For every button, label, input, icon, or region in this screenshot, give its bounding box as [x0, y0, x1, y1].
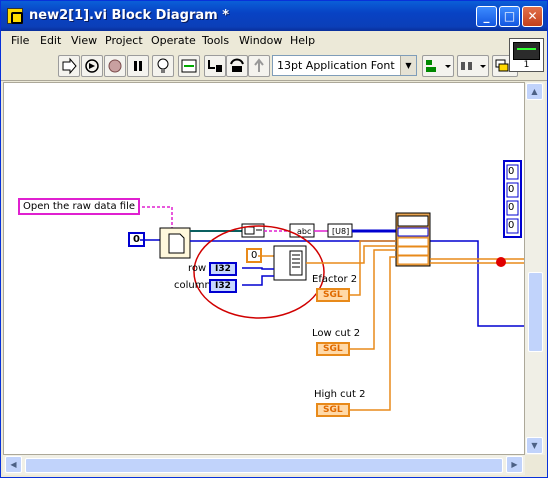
- lowcut-control[interactable]: SGL: [316, 342, 350, 356]
- vi-icon-number: 1: [523, 60, 530, 70]
- scroll-left-icon[interactable]: ◀: [5, 456, 22, 473]
- toolbar: 13pt Application Font ▼: [1, 51, 547, 81]
- pause-icon[interactable]: [127, 55, 149, 77]
- u8-array-node[interactable]: [U8]: [327, 223, 353, 238]
- u8-label: [U8]: [332, 227, 349, 236]
- scroll-down-icon[interactable]: ▼: [526, 437, 543, 454]
- menu-file[interactable]: File: [11, 34, 29, 47]
- menu-project-label: Project: [105, 34, 143, 47]
- menu-tools[interactable]: Tools: [202, 34, 229, 47]
- path-wire: [132, 206, 173, 230]
- menu-edit-label: Edit: [40, 34, 62, 47]
- step-over-icon[interactable]: [226, 55, 248, 77]
- highcut-wire: [347, 256, 396, 411]
- open-file-node[interactable]: [159, 227, 191, 259]
- menu-bar: File Edit View Project Operate Tools Win…: [1, 31, 547, 51]
- array-element-0: 0: [508, 166, 515, 177]
- resize-grip-icon[interactable]: [525, 455, 545, 475]
- run-arrow-icon[interactable]: [58, 55, 80, 77]
- menu-window-label: Window: [239, 34, 283, 47]
- highcut-label: High cut 2: [314, 389, 366, 400]
- highlight-ellipse: [193, 225, 325, 319]
- title-bar[interactable]: new2[1].vi Block Diagram * _ □ ✕: [1, 1, 547, 31]
- horizontal-scroll-thumb[interactable]: [25, 458, 503, 473]
- scroll-up-icon[interactable]: ▲: [526, 83, 543, 100]
- efactor-label: Efactor 2: [312, 274, 358, 285]
- menu-project[interactable]: Project: [105, 34, 143, 47]
- probe-point[interactable]: [496, 257, 506, 267]
- block-diagram-canvas[interactable]: abc [U8]: [3, 82, 525, 455]
- menu-help-label: Help: [290, 34, 316, 47]
- array-output-wire: [306, 245, 396, 264]
- array-element-1: 0: [508, 184, 515, 195]
- menu-tools-label: Tools: [202, 34, 230, 47]
- bundle-node[interactable]: [395, 212, 431, 267]
- vertical-scrollbar[interactable]: [525, 82, 545, 455]
- labview-app-icon: [7, 8, 23, 24]
- minimize-button[interactable]: _: [476, 6, 497, 27]
- column-control[interactable]: I32: [209, 279, 237, 293]
- efactor-control[interactable]: SGL: [316, 288, 350, 302]
- menu-view-label: View: [71, 34, 98, 47]
- row-control[interactable]: I32: [209, 262, 237, 276]
- lowcut-wire: [347, 249, 396, 350]
- menu-file-label: File: [11, 34, 30, 47]
- font-select-value: 13pt Application Font: [277, 59, 395, 72]
- menu-operate[interactable]: Operate: [151, 34, 196, 47]
- align-objects-icon[interactable]: [422, 55, 454, 77]
- error-wire: [190, 240, 524, 327]
- vertical-scroll-thumb[interactable]: [528, 272, 543, 352]
- scroll-right-icon[interactable]: ▶: [506, 456, 523, 473]
- zero-constant-left[interactable]: 0: [128, 232, 145, 247]
- open-raw-data-file-constant[interactable]: Open the raw data file: [18, 198, 141, 215]
- row-wire: [242, 267, 274, 270]
- menu-view[interactable]: View: [71, 34, 97, 47]
- row-label: row: [188, 263, 207, 274]
- run-continuously-icon[interactable]: [81, 55, 103, 77]
- window-title: new2[1].vi Block Diagram *: [29, 8, 230, 23]
- array-element-2: 0: [508, 202, 515, 213]
- efactor-wire: [347, 240, 396, 296]
- vi-icon-connector-pane[interactable]: 1: [509, 38, 544, 72]
- build-array-node[interactable]: [273, 245, 307, 281]
- lowcut-label: Low cut 2: [312, 328, 361, 339]
- vi-icon: [513, 42, 540, 60]
- highlight-execution-icon[interactable]: [152, 55, 174, 77]
- menu-operate-label: Operate: [151, 34, 196, 47]
- maximize-button[interactable]: □: [499, 6, 520, 27]
- retain-wire-values-icon[interactable]: [178, 55, 200, 77]
- abc-label: abc: [297, 227, 311, 236]
- array-element-3: 0: [508, 220, 515, 231]
- string-to-bytes-node[interactable]: abc: [289, 223, 315, 238]
- step-out-icon[interactable]: [248, 55, 270, 77]
- chevron-down-icon: ▼: [400, 56, 416, 75]
- array-indicator[interactable]: [503, 160, 522, 238]
- column-label: column: [174, 280, 211, 291]
- menu-help[interactable]: Help: [290, 34, 315, 47]
- close-button[interactable]: ✕: [522, 6, 543, 27]
- menu-window[interactable]: Window: [239, 34, 282, 47]
- highcut-control[interactable]: SGL: [316, 403, 350, 417]
- distribute-objects-icon[interactable]: [457, 55, 489, 77]
- zero-constant-mid[interactable]: 0: [246, 248, 263, 263]
- abort-execution-icon[interactable]: [104, 55, 126, 77]
- column-wire: [242, 275, 274, 286]
- font-select[interactable]: 13pt Application Font ▼: [272, 55, 417, 76]
- step-into-icon[interactable]: [204, 55, 226, 77]
- menu-edit[interactable]: Edit: [40, 34, 61, 47]
